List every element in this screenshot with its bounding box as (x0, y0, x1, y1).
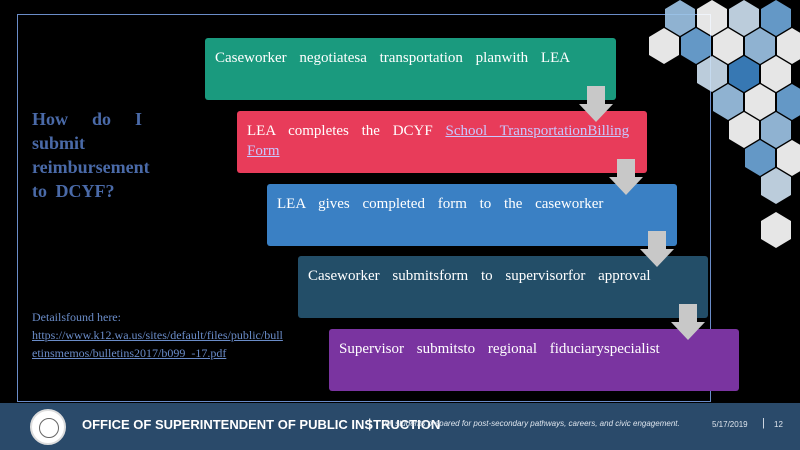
step-3: LEA gives completed form to the casework… (267, 184, 677, 246)
down-arrow-icon (671, 304, 705, 340)
down-arrow-icon (640, 231, 674, 267)
step-5: Supervisor submitsto regional fiduciarys… (329, 329, 739, 391)
details-label: Detailsfound here: (32, 310, 121, 324)
down-arrow-icon (609, 159, 643, 195)
details-block: Detailsfound here: https://www.k12.wa.us… (32, 308, 284, 362)
step-3-text: LEA gives completed form to the casework… (277, 196, 604, 212)
state-seal-logo (30, 409, 66, 445)
slide-title: How do I submit reimbursement to DCYF? (32, 109, 150, 201)
footer-divider: | (368, 416, 372, 431)
details-link[interactable]: https://www.k12.wa.us/sites/default/file… (32, 328, 283, 360)
step-2: LEA completes the DCYF School Transporta… (237, 111, 647, 173)
hexagon-pattern-decoration (649, 0, 800, 248)
step-1-text: Caseworker negotiatesa transportation pl… (215, 50, 571, 66)
slide-frame (17, 14, 711, 402)
step-1: Caseworker negotiatesa transportation pl… (205, 38, 616, 100)
step-2-text: LEA completes the DCYF (247, 123, 433, 139)
page-number: 12 (774, 420, 783, 429)
down-arrow-icon (579, 86, 613, 122)
footer-page-divider: | (762, 417, 765, 429)
footer-date: 5/17/2019 (712, 420, 748, 429)
school-transportation-billing-form-link[interactable]: School TransportationBilling Form (247, 123, 630, 159)
step-4: Caseworker submitsform to supervisorfor … (298, 256, 708, 318)
footer-org-name: OFFICE OF SUPERINTENDENT OF PUBLIC INSTR… (82, 417, 441, 432)
footer-tagline: All students prepared for post-secondary… (384, 419, 680, 428)
step-4-text: Caseworker submitsform to supervisorfor … (308, 268, 651, 284)
footer-bar: OFFICE OF SUPERINTENDENT OF PUBLIC INSTR… (0, 403, 800, 450)
step-5-text: Supervisor submitsto regional fiduciarys… (339, 341, 660, 357)
